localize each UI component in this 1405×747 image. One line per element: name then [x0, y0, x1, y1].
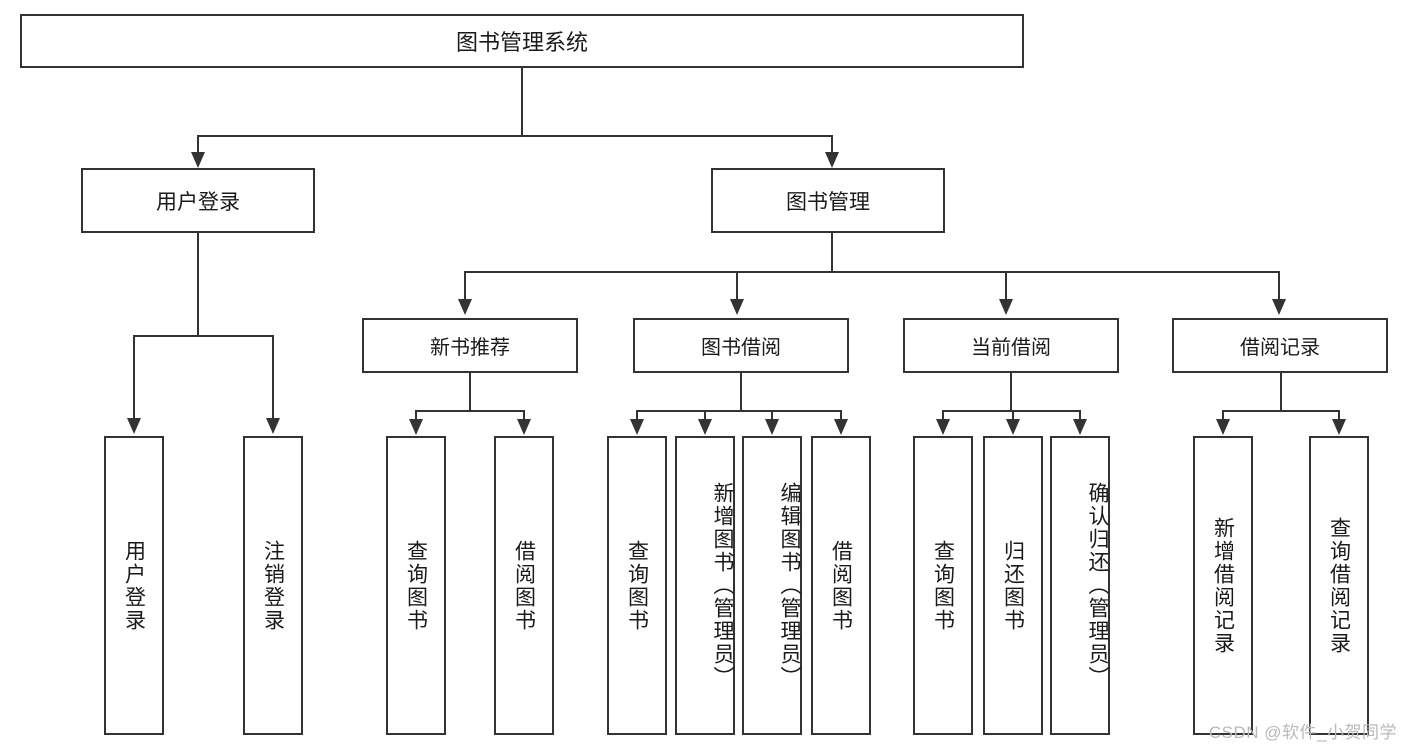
arrow-new-book-leaf-1	[409, 419, 423, 435]
connector-root-to-user-login	[197, 135, 199, 156]
node-label: 查询图书	[931, 539, 955, 632]
node-label: 查询图书	[625, 539, 649, 632]
leaf-borrow-book-recommend[interactable]: 借阅图书	[494, 436, 554, 735]
leaf-return-book[interactable]: 归还图书	[983, 436, 1043, 735]
arrow-user-login-leaf-2	[266, 418, 280, 434]
arrow-new-book-leaf-2	[517, 419, 531, 435]
connector-current-borrow-stem	[1010, 373, 1012, 410]
node-label: 图书管理系统	[455, 30, 588, 55]
arrow-current-borrow-leaf-3	[1073, 419, 1087, 435]
connector-to-book-borrow	[736, 271, 738, 301]
connector-book-borrow-bar	[636, 410, 841, 412]
connector-current-borrow-leaf-1	[942, 410, 944, 421]
leaf-edit-book-admin[interactable]: 编辑图书（管理员）	[742, 436, 802, 735]
node-label: 借阅图书	[829, 539, 853, 632]
node-label: 新增借阅记录	[1211, 516, 1235, 655]
connector-user-login-stem	[197, 233, 199, 335]
connector-book-borrow-leaf-3	[771, 410, 773, 421]
node-label: 用户登录	[156, 190, 240, 214]
arrow-book-borrow-leaf-2	[698, 419, 712, 435]
connector-new-book-bar	[415, 410, 524, 412]
node-label: 借阅图书	[512, 539, 536, 632]
connector-book-borrow-leaf-4	[840, 410, 842, 421]
arrow-root-to-user-login	[191, 152, 205, 168]
node-borrow-record[interactable]: 借阅记录	[1172, 318, 1388, 373]
connector-book-borrow-stem	[740, 373, 742, 410]
arrow-borrow-record-leaf-1	[1216, 419, 1230, 435]
leaf-add-borrow-record[interactable]: 新增借阅记录	[1193, 436, 1253, 735]
arrow-root-to-book-manage	[825, 152, 839, 168]
leaf-add-book-admin[interactable]: 新增图书（管理员）	[675, 436, 735, 735]
arrow-to-book-borrow	[730, 299, 744, 315]
connector-borrow-record-leaf-1	[1222, 410, 1224, 421]
node-label: 当前借阅	[971, 337, 1051, 359]
node-new-book-recommend[interactable]: 新书推荐	[362, 318, 578, 373]
arrow-borrow-record-leaf-2	[1332, 419, 1346, 435]
arrow-book-borrow-leaf-3	[765, 419, 779, 435]
csdn-watermark: CSDN @软件_小贺同学	[1208, 723, 1397, 742]
connector-to-new-book	[464, 271, 466, 301]
leaf-confirm-return-admin[interactable]: 确认归还（管理员）	[1050, 436, 1110, 735]
connector-book-manage-stem	[831, 233, 833, 271]
arrow-book-borrow-leaf-1	[630, 419, 644, 435]
node-book-borrow[interactable]: 图书借阅	[633, 318, 849, 373]
node-label: 新书推荐	[430, 337, 510, 359]
connector-current-borrow-leaf-2	[1012, 410, 1014, 421]
node-label: 新增图书（管理员）	[711, 482, 734, 689]
node-label: 注销登录	[261, 539, 285, 632]
connector-to-current-borrow	[1005, 271, 1007, 301]
arrow-user-login-leaf-1	[127, 418, 141, 434]
leaf-borrow-book[interactable]: 借阅图书	[811, 436, 871, 735]
node-book-manage[interactable]: 图书管理	[711, 168, 945, 233]
connector-to-borrow-record	[1278, 271, 1280, 301]
connector-new-book-stem	[469, 373, 471, 410]
connector-root-to-book-manage	[831, 135, 833, 156]
node-label: 查询借阅记录	[1327, 516, 1351, 655]
node-label: 归还图书	[1001, 539, 1025, 632]
arrow-to-current-borrow	[999, 299, 1013, 315]
connector-borrow-record-leaf-2	[1338, 410, 1340, 421]
leaf-query-book-borrow[interactable]: 查询图书	[607, 436, 667, 735]
connector-user-login-leaf-2	[272, 335, 274, 420]
node-label: 确认归还（管理员）	[1086, 482, 1109, 689]
leaf-query-book-current[interactable]: 查询图书	[913, 436, 973, 735]
connector-book-manage-bar	[464, 271, 1280, 273]
connector-borrow-record-stem	[1280, 373, 1282, 410]
node-user-login[interactable]: 用户登录	[81, 168, 315, 233]
connector-root-stem	[521, 68, 523, 135]
connector-current-borrow-bar	[942, 410, 1080, 412]
arrow-to-new-book	[458, 299, 472, 315]
connector-borrow-record-bar	[1222, 410, 1340, 412]
arrow-to-borrow-record	[1272, 299, 1286, 315]
arrow-current-borrow-leaf-1	[936, 419, 950, 435]
connector-current-borrow-leaf-3	[1079, 410, 1081, 421]
connector-book-borrow-leaf-1	[636, 410, 638, 421]
connector-new-book-leaf-2	[523, 410, 525, 421]
connector-user-login-bar	[133, 335, 274, 337]
leaf-user-login[interactable]: 用户登录	[104, 436, 164, 735]
arrow-book-borrow-leaf-4	[834, 419, 848, 435]
leaf-query-borrow-record[interactable]: 查询借阅记录	[1309, 436, 1369, 735]
leaf-query-book-recommend[interactable]: 查询图书	[386, 436, 446, 735]
connector-new-book-leaf-1	[415, 410, 417, 421]
node-label: 借阅记录	[1240, 337, 1320, 359]
connector-book-borrow-leaf-2	[704, 410, 706, 421]
node-label: 图书借阅	[701, 337, 781, 359]
node-root-system[interactable]: 图书管理系统	[20, 14, 1024, 68]
node-label: 用户登录	[122, 539, 146, 632]
node-label: 编辑图书（管理员）	[778, 482, 801, 689]
connector-root-bar	[197, 135, 832, 137]
arrow-current-borrow-leaf-2	[1006, 419, 1020, 435]
node-label: 图书管理	[786, 190, 870, 214]
connector-user-login-leaf-1	[133, 335, 135, 420]
node-label: 查询图书	[404, 539, 428, 632]
node-current-borrow[interactable]: 当前借阅	[903, 318, 1119, 373]
leaf-logout-login[interactable]: 注销登录	[243, 436, 303, 735]
